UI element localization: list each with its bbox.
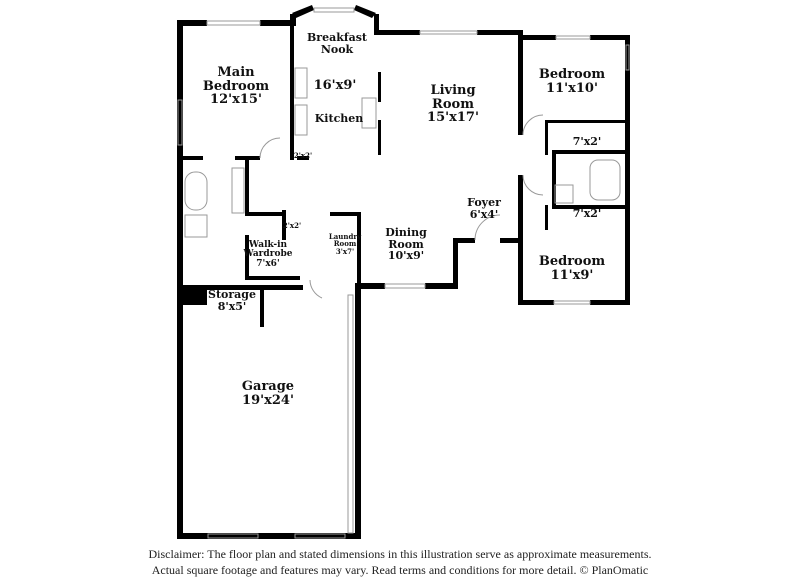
disclaimer-line-1: Disclaimer: The floor plan and stated di… xyxy=(148,547,652,561)
foyer-name: Foyer xyxy=(467,196,501,209)
laundry-room-dims: 3'x7' xyxy=(335,246,355,256)
disclaimer: Disclaimer: The floor plan and stated di… xyxy=(0,546,800,578)
linen-closet-dims: 2'x2' xyxy=(282,221,302,230)
closet-1-dims: 7'x2' xyxy=(572,135,602,148)
wardrobe-name-2: Wardrobe xyxy=(243,249,293,260)
laundry-room-name-2: Room xyxy=(333,239,357,249)
wardrobe-name-1: Walk-in xyxy=(248,240,288,250)
kitchen-name: Kitchen xyxy=(314,112,364,125)
breakfast-nook-name-1: Breakfast xyxy=(307,31,367,44)
dining-room-dims: 10'x9' xyxy=(387,249,425,263)
breakfast-nook-name-2: Nook xyxy=(320,42,354,56)
main-bedroom-dims: 12'x15' xyxy=(210,92,262,108)
pantry-dims: 2'x2' xyxy=(293,151,313,160)
garage-dims: 19'x24' xyxy=(242,392,294,408)
living-room-dims: 15'x17' xyxy=(427,110,479,126)
bedroom-1-dims: 11'x10' xyxy=(546,80,598,96)
bedroom-1-name: Bedroom xyxy=(538,67,606,82)
disclaimer-line-2: Actual square footage and features may v… xyxy=(151,563,649,577)
dining-room-name-2: Room xyxy=(388,237,424,251)
storage-dims: 8'x5' xyxy=(217,299,247,313)
bedroom-2-name: Bedroom xyxy=(538,254,606,269)
living-room-name-2: Room xyxy=(432,96,474,112)
living-room-name-1: Living xyxy=(430,83,476,98)
foyer-dims: 6'x4' xyxy=(469,207,499,221)
walls xyxy=(177,5,630,539)
dining-room-name-1: Dining xyxy=(385,226,427,239)
storage-name: Storage xyxy=(208,288,256,301)
bedroom-2-dims: 11'x9' xyxy=(550,267,594,283)
wardrobe-dims: 7'x6' xyxy=(256,258,280,269)
garage-name: Garage xyxy=(241,379,295,394)
main-bedroom-name-1: Main xyxy=(217,65,255,80)
closet-2-dims: 7'x2' xyxy=(572,207,602,220)
main-bedroom-name-2: Bedroom xyxy=(202,78,270,94)
kitchen-dims: 16'x9' xyxy=(313,78,357,93)
laundry-room-name-1: Laundry xyxy=(328,232,362,241)
windows-and-doors xyxy=(177,7,630,539)
